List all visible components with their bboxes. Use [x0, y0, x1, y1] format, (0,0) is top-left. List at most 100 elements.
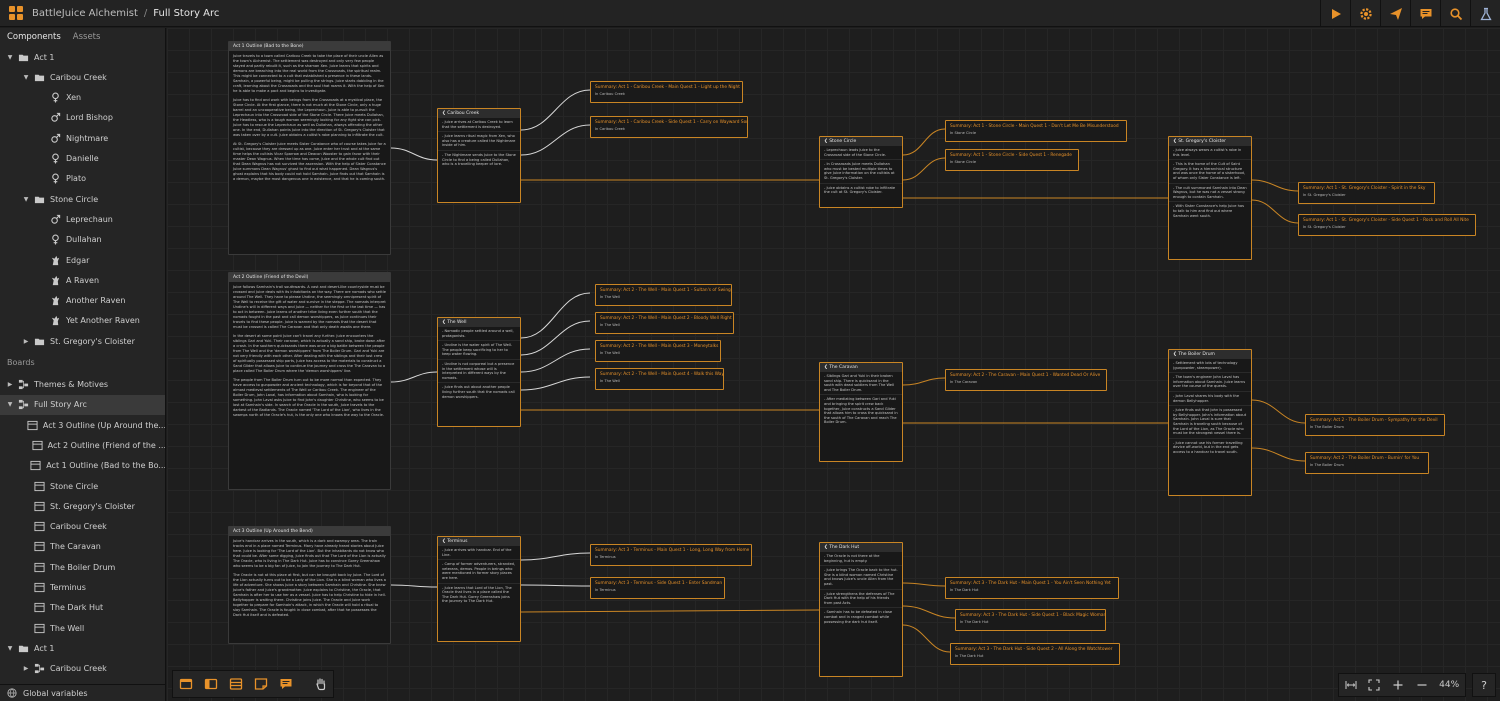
flow-fragment-node[interactable]: ❮ St. Gregory's Cloister- Juice always w…: [1168, 136, 1252, 260]
caret-down-icon[interactable]: ▼: [23, 195, 29, 203]
connection-line[interactable]: [902, 157, 946, 181]
summary-node[interactable]: Summary: Act 3 - The Dark Hut - Side Que…: [950, 643, 1120, 665]
help-button[interactable]: ?: [1472, 673, 1496, 697]
tree-item-another-raven[interactable]: Another Raven: [0, 291, 165, 311]
tree-item-act-1-outline-bad-to-the-bo[interactable]: Act 1 Outline (Bad to the Bo...: [0, 456, 165, 476]
tree-item-st-gregory-s-cloister[interactable]: ▶St. Gregory's Cloister: [0, 331, 165, 351]
tree-item-act-1[interactable]: ▼Act 1: [0, 638, 165, 658]
connection-line[interactable]: [902, 582, 946, 587]
connection-line[interactable]: [520, 124, 591, 156]
caret-down-icon[interactable]: ▼: [23, 73, 29, 81]
tree-item-edgar[interactable]: Edgar: [0, 250, 165, 270]
summary-node[interactable]: Summary: Act 2 - The Well - Main Quest 4…: [595, 368, 724, 390]
connection-line[interactable]: [520, 348, 591, 373]
connection-line[interactable]: [520, 320, 591, 356]
tree-item-act-2-outline-friend-of-the[interactable]: Act 2 Outline (Friend of the ...: [0, 435, 165, 455]
tree-item-leprechaun[interactable]: Leprechaun: [0, 209, 165, 229]
connection-line[interactable]: [1251, 199, 1299, 224]
summary-node[interactable]: Summary: Act 1 - Stone Circle - Side Que…: [945, 149, 1079, 171]
caret-right-icon[interactable]: ▶: [23, 665, 29, 673]
summary-node[interactable]: Summary: Act 2 - The Well - Main Quest 3…: [595, 340, 721, 362]
outline-node[interactable]: Act 1 Outline (Bad to the Bone)Juice tra…: [228, 41, 391, 255]
search-button[interactable]: [1440, 0, 1470, 27]
fullscreen-icon[interactable]: [1368, 679, 1380, 691]
caret-down-icon[interactable]: ▼: [7, 644, 13, 652]
global-variables-button[interactable]: Global variables: [0, 684, 165, 701]
tree-item-danielle[interactable]: Danielle: [0, 149, 165, 169]
summary-node[interactable]: Summary: Act 2 - The Well - Main Quest 1…: [595, 284, 732, 306]
tab-components[interactable]: Components: [7, 31, 61, 42]
tree-item-lord-bishop[interactable]: Lord Bishop: [0, 108, 165, 128]
tree-item-the-boiler-drum[interactable]: The Boiler Drum: [0, 557, 165, 577]
connection-line[interactable]: [1251, 179, 1299, 192]
tree-item-caribou-creek[interactable]: ▶Caribou Creek: [0, 659, 165, 679]
tree-item-nightmare[interactable]: Nightmare: [0, 128, 165, 148]
summary-node[interactable]: Summary: Act 1 - St. Gregory's Cloister …: [1298, 182, 1435, 204]
tree-item-stone-circle[interactable]: ▼Stone Circle: [0, 189, 165, 209]
summary-node[interactable]: Summary: Act 1 - St. Gregory's Cloister …: [1298, 214, 1476, 236]
caret-down-icon[interactable]: ▼: [7, 401, 13, 409]
outline-node[interactable]: Act 3 Outline (Up Around the Bend)Juice'…: [228, 526, 391, 644]
tree-item-act-1[interactable]: ▼Act 1: [0, 47, 165, 67]
caret-right-icon[interactable]: ▶: [23, 337, 29, 345]
connection-line[interactable]: [390, 371, 438, 383]
summary-node[interactable]: Summary: Act 1 - Caribou Creek - Side Qu…: [590, 116, 748, 138]
zoom-in-icon[interactable]: [1392, 679, 1404, 691]
add-dialogue-button[interactable]: [198, 671, 223, 697]
summary-node[interactable]: Summary: Act 1 - Stone Circle - Main Que…: [945, 120, 1127, 142]
tree-item-the-caravan[interactable]: The Caravan: [0, 537, 165, 557]
connection-line[interactable]: [1251, 447, 1306, 462]
tree-item-xen[interactable]: Xen: [0, 88, 165, 108]
flow-fragment-node[interactable]: ❮ The Caravan- Siblings Gari and Yuki in…: [819, 362, 903, 462]
connection-line[interactable]: [902, 377, 946, 386]
tree-item-plato[interactable]: Plato: [0, 169, 165, 189]
settings-button[interactable]: [1350, 0, 1380, 27]
add-list-button[interactable]: [223, 671, 248, 697]
connection-line[interactable]: [520, 609, 820, 613]
flow-fragment-node[interactable]: ❮ Caribou Creek- Juice arrives at Caribo…: [437, 108, 521, 203]
summary-node[interactable]: Summary: Act 2 - The Well - Main Quest 2…: [595, 312, 734, 334]
connection-line[interactable]: [390, 147, 438, 161]
connection-line[interactable]: [520, 584, 591, 587]
comments-button[interactable]: [1410, 0, 1440, 27]
tree-item-a-raven[interactable]: A Raven: [0, 270, 165, 290]
add-comment-button[interactable]: [273, 671, 298, 697]
tree-item-terminus[interactable]: Terminus: [0, 578, 165, 598]
publish-button[interactable]: [1380, 0, 1410, 27]
summary-node[interactable]: Summary: Act 2 - The Boiler Drum - Burni…: [1305, 452, 1429, 474]
board-canvas[interactable]: Act 1 Outline (Bad to the Bone)Juice tra…: [167, 28, 1500, 701]
flow-fragment-node[interactable]: ❮ Terminus- Juice arrives with handcar. …: [437, 536, 521, 642]
flow-fragment-node[interactable]: ❮ The Boiler Drum- Settlement with lots …: [1168, 349, 1252, 496]
flow-fragment-node[interactable]: ❮ The Dark Hut- The Oracle is not there …: [819, 542, 903, 677]
tree-item-the-dark-hut[interactable]: The Dark Hut: [0, 598, 165, 618]
summary-node[interactable]: Summary: Act 3 - Terminus - Main Quest 1…: [590, 544, 752, 566]
play-button[interactable]: [1320, 0, 1350, 27]
summary-node[interactable]: Summary: Act 3 - The Dark Hut - Main Que…: [945, 577, 1119, 599]
tree-item-st-gregory-s-cloister[interactable]: St. Gregory's Cloister: [0, 496, 165, 516]
connection-line[interactable]: [902, 605, 956, 619]
add-note-button[interactable]: [248, 671, 273, 697]
summary-node[interactable]: Summary: Act 2 - The Boiler Drum - Sympa…: [1305, 414, 1445, 436]
tree-item-full-story-arc[interactable]: ▼Full Story Arc: [0, 394, 165, 415]
tree-item-act-3-outline-up-around-the[interactable]: Act 3 Outline (Up Around the...: [0, 415, 165, 435]
connection-line[interactable]: [902, 128, 946, 156]
caret-down-icon[interactable]: ▼: [7, 53, 13, 61]
connection-line[interactable]: [520, 376, 591, 391]
connection-line[interactable]: [520, 292, 591, 339]
tree-item-yet-another-raven[interactable]: Yet Another Raven: [0, 311, 165, 331]
summary-node[interactable]: Summary: Act 1 - Caribou Creek - Main Qu…: [590, 81, 743, 103]
tree-item-themes-motives[interactable]: ▶Themes & Motives: [0, 375, 165, 395]
outline-node[interactable]: Act 2 Outline (Friend of the Devil)Juice…: [228, 272, 391, 490]
flow-fragment-node[interactable]: ❮ The Well- Nomadic people settled aroun…: [437, 317, 521, 427]
tree-item-the-well[interactable]: The Well: [0, 618, 165, 638]
summary-node[interactable]: Summary: Act 3 - The Dark Hut - Side Que…: [955, 609, 1106, 631]
tree-item-caribou-creek[interactable]: ▼Caribou Creek: [0, 67, 165, 87]
connection-line[interactable]: [520, 89, 591, 131]
tree-item-stone-circle[interactable]: Stone Circle: [0, 476, 165, 496]
zoom-out-icon[interactable]: [1416, 679, 1428, 691]
summary-node[interactable]: Summary: Act 2 - The Caravan - Main Ques…: [945, 369, 1107, 391]
simulation-button[interactable]: [1470, 0, 1500, 27]
caret-right-icon[interactable]: ▶: [7, 381, 13, 388]
connection-line[interactable]: [1251, 399, 1306, 424]
connection-line[interactable]: [390, 584, 438, 588]
